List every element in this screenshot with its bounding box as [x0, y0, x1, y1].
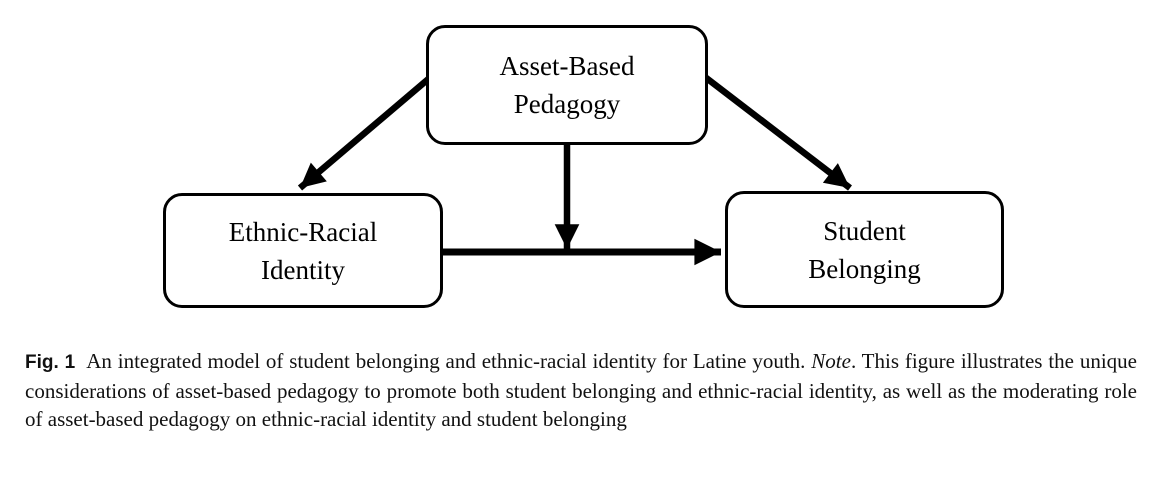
figure-caption: Fig. 1 An integrated model of student bel… [25, 347, 1137, 433]
diagram-canvas: Asset-Based Pedagogy Ethnic-Racial Ident… [163, 25, 1004, 308]
arrow-layer [297, 61, 852, 266]
caption-text-after-note: . This figure illustrates the unique con… [25, 349, 1137, 431]
arrow-abp-to-eri [297, 61, 449, 191]
node-ethnic-racial-identity: Ethnic-Racial Identity [163, 193, 443, 308]
node-student-belonging: Student Belonging [725, 191, 1004, 308]
node-label-line: Asset-Based [499, 51, 635, 81]
node-label-line: Identity [261, 254, 345, 285]
caption-text-before-note: An integrated model of student belonging… [86, 349, 812, 373]
node-label-line: Pedagogy [513, 89, 621, 119]
node-label-line: Belonging [808, 253, 921, 284]
note-label: Note [811, 349, 851, 373]
figure-label: Fig. 1 [25, 352, 76, 373]
node-label-line: Student [823, 215, 906, 246]
arrow-abp-to-sb [686, 61, 852, 191]
node-asset-based-pedagogy: Asset-Based Pedagogy [426, 25, 708, 145]
node-label-line: Ethnic-Racial [228, 216, 378, 247]
